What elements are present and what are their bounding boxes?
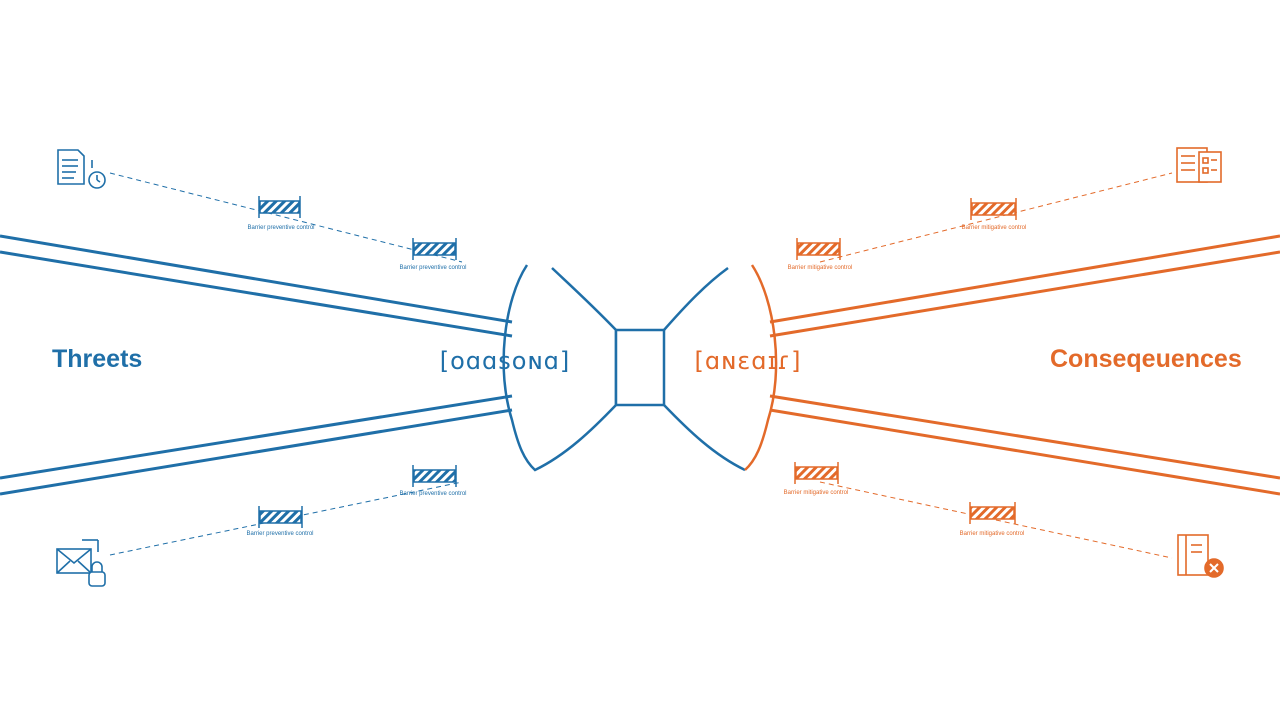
- barrier-caption: Barrier mitigative control: [962, 225, 1027, 231]
- document-clock-icon: [57, 149, 106, 189]
- barrier-caption: Barrier preventive control: [247, 225, 314, 231]
- barrier[interactable]: Barrier mitigative control: [962, 198, 1027, 231]
- consequence-bottom-connector: [819, 481, 1173, 559]
- threat-side: Barrier preventive control Barrier preve…: [0, 149, 513, 587]
- bowtie-knot: [502, 264, 778, 472]
- barrier[interactable]: Barrier preventive control: [246, 506, 314, 537]
- barrier[interactable]: Barrier mitigative control: [784, 462, 849, 496]
- threats-label: Threets: [52, 345, 142, 373]
- threat-top-connector: [109, 172, 463, 263]
- consequence-top-connector: [819, 172, 1173, 263]
- barrier[interactable]: Barrier preventive control: [247, 196, 315, 231]
- barrier[interactable]: Barrier preventive control: [399, 465, 467, 497]
- left-wing: [502, 264, 618, 472]
- right-center-label: [ɑɴɛɑɪɾ]: [694, 347, 801, 375]
- consequences-label: Conseqeuences: [1050, 345, 1242, 373]
- document-error-icon: [1177, 534, 1224, 578]
- barrier[interactable]: Barrier mitigative control: [960, 502, 1025, 537]
- left-center-label: [oɑɑsoɴɑ]: [440, 347, 571, 375]
- barrier-caption: Barrier mitigative control: [784, 490, 849, 496]
- right-wing: [663, 266, 746, 472]
- barrier-caption: Barrier mitigative control: [788, 265, 853, 271]
- consequence-side: Barrier mitigative control Barrier mitig…: [769, 147, 1280, 578]
- threat-pathway-bottom: [0, 394, 513, 496]
- envelope-lock-icon: [56, 539, 106, 587]
- barrier-caption: Barrier preventive control: [399, 265, 466, 271]
- consequence-pathway-bottom: [769, 394, 1280, 496]
- threat-pathway-top: [0, 234, 513, 338]
- barrier[interactable]: Barrier mitigative control: [788, 238, 853, 271]
- barrier-caption: Barrier preventive control: [399, 491, 466, 497]
- barrier-caption: Barrier preventive control: [246, 531, 313, 537]
- right-wing-outer: [744, 264, 778, 471]
- clipboard-list-icon: [1176, 147, 1222, 183]
- top-event-box[interactable]: [614, 328, 666, 407]
- barrier-caption: Barrier mitigative control: [960, 531, 1025, 537]
- threat-bottom-connector: [109, 481, 463, 556]
- consequence-pathway-top: [769, 234, 1280, 338]
- barrier[interactable]: Barrier preventive control: [399, 238, 467, 271]
